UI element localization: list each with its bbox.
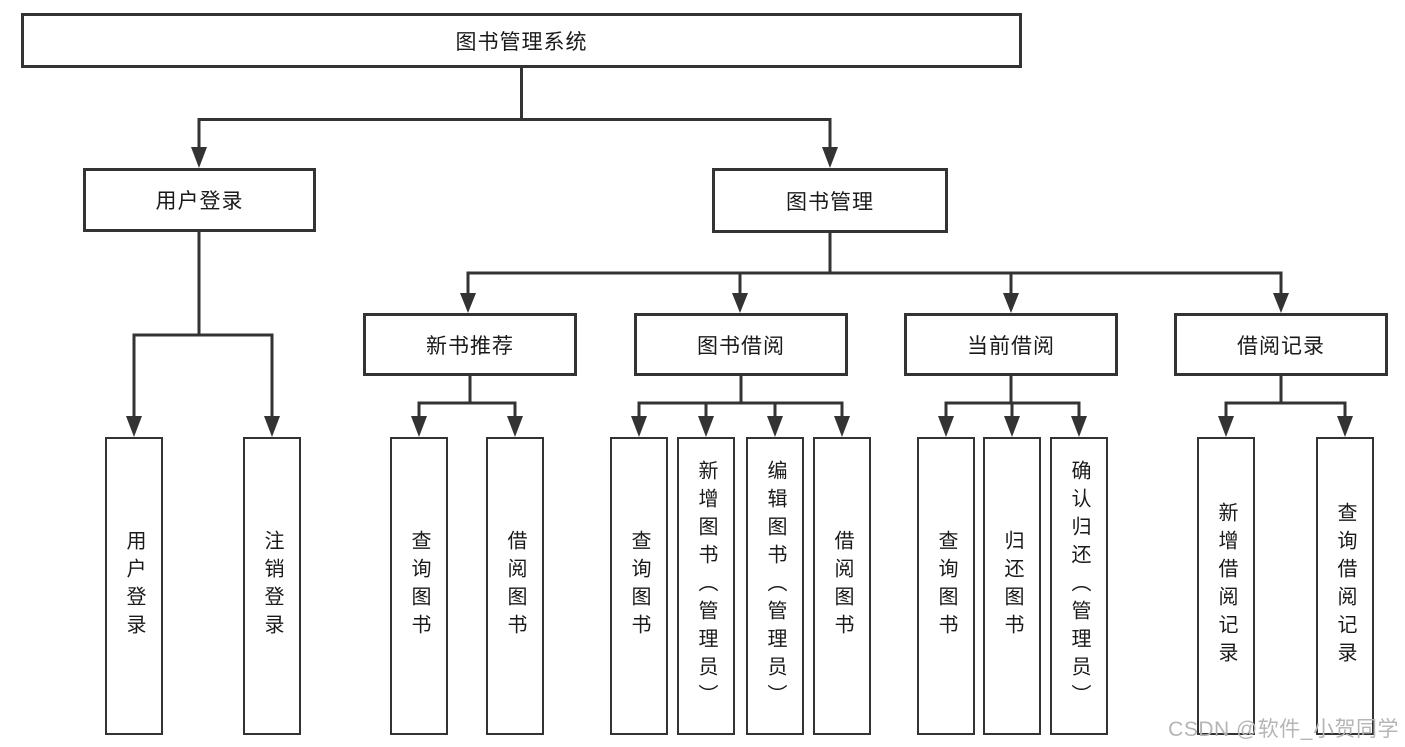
leaf-logout: 注销登录 [243, 437, 301, 735]
leaf-borrow-books-1: 借阅图书 [486, 437, 544, 735]
node-label: 图书管理 [786, 190, 874, 214]
node-borrow-record: 借阅记录 [1174, 313, 1388, 376]
edge-new-book-branch [417, 401, 517, 419]
node-label: 注销登录 [261, 530, 283, 642]
edge-book-borrow-branch [637, 401, 844, 419]
node-label: 借阅记录 [1237, 334, 1325, 358]
node-label: 确认归还（管理员） [1068, 460, 1090, 712]
node-label: 图书借阅 [697, 334, 785, 358]
node-label: 用户登录 [155, 190, 244, 213]
node-label: 图书管理系统 [455, 30, 588, 54]
node-label: 归还图书 [1001, 530, 1023, 642]
node-current-borrow: 当前借阅 [904, 313, 1118, 376]
leaf-edit-books-admin: 编辑图书（管理员） [746, 437, 804, 735]
edge-book-mgmt-branch [466, 271, 1283, 295]
node-label: 编辑图书（管理员） [764, 460, 786, 712]
edge-user-login-branch [132, 333, 274, 419]
node-label: 新增图书（管理员） [695, 460, 717, 712]
node-label: 用户登录 [123, 530, 145, 642]
node-label: 新书推荐 [426, 334, 514, 358]
node-book-borrow: 图书借阅 [634, 313, 848, 376]
edge-level1-branch [197, 118, 832, 150]
leaf-user-login: 用户登录 [105, 437, 163, 735]
node-label: 查询借阅记录 [1334, 502, 1356, 670]
node-label: 借阅图书 [504, 530, 526, 642]
node-label: 查询图书 [408, 530, 430, 642]
leaf-add-books-admin: 新增图书（管理员） [677, 437, 735, 735]
node-label: 查询图书 [935, 530, 957, 642]
edge-borrow-record-branch [1224, 401, 1347, 419]
leaf-borrow-books-2: 借阅图书 [813, 437, 871, 735]
arrowheads [126, 147, 1353, 437]
node-label: 新增借阅记录 [1215, 502, 1237, 670]
leaf-query-borrow-record: 查询借阅记录 [1316, 437, 1374, 735]
leaf-query-books-2: 查询图书 [610, 437, 668, 735]
node-label: 查询图书 [628, 530, 650, 642]
node-label: 借阅图书 [831, 530, 853, 642]
node-user-login: 用户登录 [83, 168, 316, 232]
node-new-book-recommend: 新书推荐 [363, 313, 577, 376]
leaf-confirm-return-admin: 确认归还（管理员） [1050, 437, 1108, 735]
leaf-return-books: 归还图书 [983, 437, 1041, 735]
leaf-add-borrow-record: 新增借阅记录 [1197, 437, 1255, 735]
leaf-query-books-3: 查询图书 [917, 437, 975, 735]
node-library-management-system: 图书管理系统 [21, 13, 1022, 68]
csdn-watermark: CSDN @软件_小贺同学 [1168, 718, 1399, 741]
node-book-management: 图书管理 [712, 168, 948, 233]
node-label: 当前借阅 [967, 334, 1055, 358]
leaf-query-books-1: 查询图书 [390, 437, 448, 735]
